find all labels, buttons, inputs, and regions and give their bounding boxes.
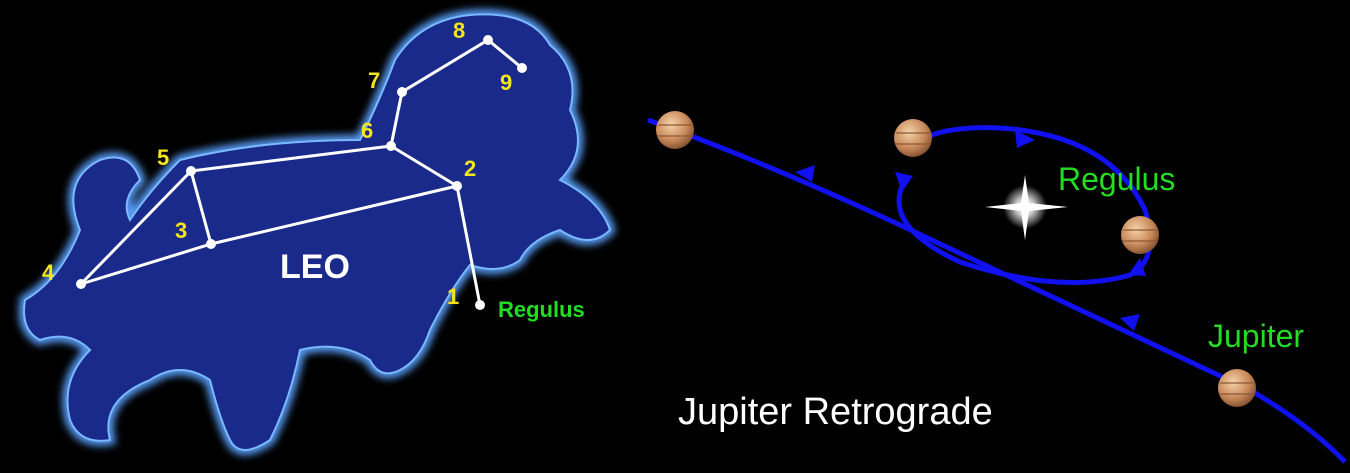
jupiter-label: Jupiter <box>1208 318 1304 354</box>
leo-lion-silhouette <box>19 9 616 455</box>
constellation-lines <box>79 38 523 306</box>
star-label-5: 5 <box>157 145 169 170</box>
star-label-6: 6 <box>361 118 373 143</box>
star-label-8: 8 <box>453 18 465 43</box>
star-label-1: 1 <box>447 284 459 309</box>
star-label-9: 9 <box>500 70 512 95</box>
star-label-3: 3 <box>175 218 187 243</box>
direction-arrows <box>795 130 1146 331</box>
star-label-4: 4 <box>42 260 55 285</box>
constellation-name: LEO <box>280 248 350 286</box>
diagram-title: Jupiter Retrograde <box>678 391 993 433</box>
star-number-labels: 1 2 3 4 5 6 7 8 9 <box>42 18 512 309</box>
jupiter-planet-icons <box>656 111 1256 407</box>
regulus-star-icon <box>985 175 1068 240</box>
jupiter-path <box>647 117 1347 464</box>
constellation-stars <box>76 35 527 310</box>
star-label-7: 7 <box>368 68 380 93</box>
regulus-label-left: Regulus <box>498 297 585 322</box>
star-label-2: 2 <box>464 156 476 181</box>
regulus-label-right: Regulus <box>1058 161 1175 197</box>
